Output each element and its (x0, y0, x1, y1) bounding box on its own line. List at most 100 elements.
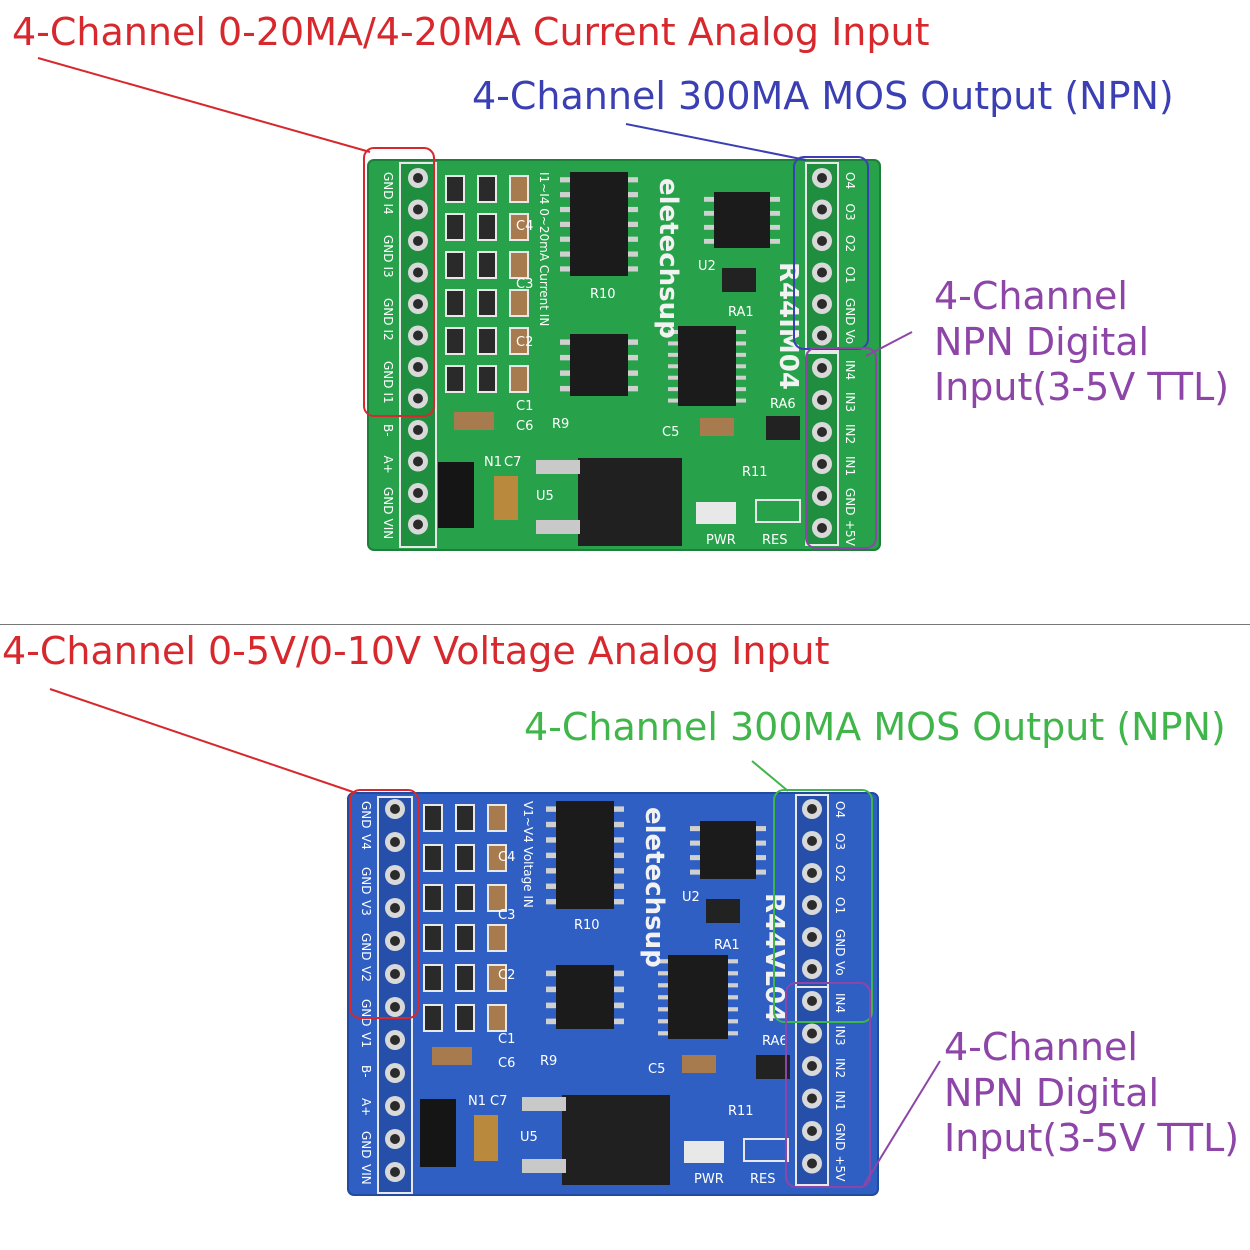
digital-input-line-2: NPN Digital (934, 319, 1150, 364)
ic-leg (614, 970, 624, 977)
ic-leg (546, 837, 556, 843)
resistor (477, 175, 497, 203)
pin-label: +5V (843, 520, 857, 547)
ic-leg (658, 1007, 668, 1012)
pin-hole-center (390, 804, 400, 814)
ic-leg (614, 1018, 624, 1025)
ic-leg (736, 352, 746, 357)
analog-input-title: 4-Channel 0-20MA/4-20MA Current Analog I… (12, 10, 930, 54)
pin-label: GND (359, 801, 373, 829)
ic-leg (704, 224, 714, 230)
ic-leg (658, 983, 668, 988)
pin-hole-center (807, 836, 817, 846)
pin-hole-center (817, 173, 827, 183)
component-ref-label: PWR (694, 1172, 724, 1187)
component-ref-label: C6 (516, 419, 533, 434)
resistor (455, 924, 475, 952)
left-pin-header (377, 796, 413, 1194)
transistor-chip (438, 462, 474, 528)
ic-leg (728, 959, 738, 964)
resistor (477, 251, 497, 279)
resistor (423, 1004, 443, 1032)
ic-leg (668, 398, 678, 403)
pcb-input-note: I1~I4 0~20mA Current IN (537, 172, 551, 326)
voltage-input-board-photo: eletechsup R44VL04 V1~V4 Voltage IN GNDV… (49, 688, 941, 1196)
ic-leg (756, 826, 766, 832)
pin-hole-center (390, 1002, 400, 1012)
resistor (445, 327, 465, 355)
pin-hole-center (390, 1068, 400, 1078)
ic-leg (736, 364, 746, 369)
component-ref-label: N1 (468, 1094, 486, 1109)
ic-leg (728, 1019, 738, 1024)
digital-input-pin-header (795, 986, 829, 1186)
component-ref-label: C7 (490, 1094, 507, 1109)
component-ref-label: C4 (516, 219, 533, 234)
ic-leg (736, 330, 746, 334)
component-ref-label: RA1 (728, 305, 754, 320)
voltage-regulator (562, 1095, 670, 1185)
pin-label: GND (359, 867, 373, 895)
pin-label: GND (381, 172, 395, 200)
pin-label: GND (843, 488, 857, 516)
ic-leg (770, 238, 780, 244)
pin-label: V4 (359, 834, 373, 850)
ic-leg (546, 806, 556, 812)
pin-label: IN4 (843, 360, 857, 380)
ic-leg (628, 251, 638, 257)
ic-chip (546, 965, 624, 1029)
component-ref-label: U5 (520, 1130, 538, 1145)
capacitor (487, 964, 507, 992)
ic-leg (690, 826, 700, 832)
ic-leg (614, 852, 624, 859)
resistor (423, 844, 443, 872)
resistor (445, 251, 465, 279)
ic-leg (668, 364, 678, 369)
ic-leg (658, 971, 668, 976)
ic-leg (628, 339, 638, 345)
pin-label: A+ (359, 1098, 373, 1116)
resistor (423, 964, 443, 992)
pin-label: GND (381, 361, 395, 389)
ic-leg (736, 387, 746, 392)
component-ref-label: R11 (742, 465, 768, 480)
pin-label: GND (359, 999, 373, 1027)
resistor-network (766, 416, 800, 440)
resistor (477, 289, 497, 317)
pin-hole-center (807, 1028, 817, 1039)
pin-label: A+ (381, 456, 395, 474)
resistor (455, 884, 475, 912)
pin-hole-center (390, 1134, 400, 1144)
component-ref-label: PWR (706, 533, 736, 548)
ic-leg (560, 266, 570, 272)
capacitor (509, 327, 529, 355)
pin-label: GND (359, 933, 373, 961)
pin-label: IN1 (843, 456, 857, 476)
ic-leg (628, 266, 638, 272)
pin-label: IN3 (833, 1026, 847, 1046)
pin-hole-center (817, 236, 827, 246)
pin-label: GND (381, 487, 395, 515)
ic-chip (690, 821, 766, 879)
pin-label: O4 (843, 172, 857, 189)
pin-label: O4 (833, 801, 847, 818)
component-ref-label: RA6 (762, 1034, 788, 1049)
ic-leg (658, 995, 668, 1000)
resistor (455, 844, 475, 872)
pin-hole-center (413, 299, 423, 309)
pin-hole-center (807, 1061, 817, 1071)
pcb-brand-text: eletechsup (639, 807, 669, 968)
ic-leg (668, 341, 678, 346)
ic-leg (546, 1002, 556, 1009)
pin-label: GND (833, 929, 847, 957)
pin-label: B- (359, 1065, 373, 1078)
pin-label: GND (359, 1131, 373, 1159)
pcb-brand-text: eletechsup (653, 178, 683, 339)
capacitor (487, 844, 507, 872)
pin-hole-center (413, 330, 423, 341)
ic-leg (560, 221, 570, 227)
pin-hole-center (390, 1101, 400, 1111)
component-ref-label: C4 (498, 850, 515, 865)
analog-input-title: 4-Channel 0-5V/0-10V Voltage Analog Inpu… (2, 629, 830, 673)
ic-leg (628, 177, 638, 183)
